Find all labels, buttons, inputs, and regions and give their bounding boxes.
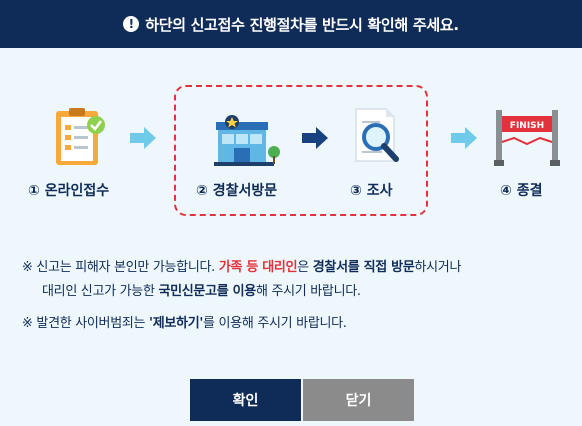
magnifier-document-icon: [355, 108, 399, 162]
offline-steps-highlight: [174, 85, 428, 216]
notice-representative: ※ 신고는 피해자 본인만 가능합니다. 가족 등 대리인은 경찰서를 직접 방…: [22, 260, 462, 299]
notice-header: ! 하단의 신고접수 진행절차를 반드시 확인해 주세요.: [0, 0, 582, 48]
step-online-receipt: ① 온라인접수: [28, 183, 110, 199]
finish-text: FINISH: [510, 121, 544, 131]
alert-icon: !: [123, 16, 140, 32]
arrow-right-icon: [130, 127, 156, 149]
close-button[interactable]: 닫기: [303, 379, 414, 421]
police-station-icon: [214, 115, 280, 166]
clipboard-check-icon: [56, 108, 105, 165]
notice-report: ※ 발견한 사이버범죄는 '제보하기'를 이용해 주시기 바랍니다.: [22, 316, 347, 331]
step-police-visit: ② 경찰서방문: [196, 183, 278, 199]
step-investigation: ③ 조사: [350, 183, 393, 199]
finish-line-icon: FINISH: [494, 110, 560, 166]
arrow-right-icon: [302, 127, 328, 149]
header-title: 하단의 신고접수 진행절차를 반드시 확인해 주세요.: [145, 15, 459, 34]
confirm-button[interactable]: 확인: [190, 379, 301, 421]
step-closure: ④ 종결: [500, 183, 543, 199]
arrow-right-icon: [451, 127, 477, 149]
